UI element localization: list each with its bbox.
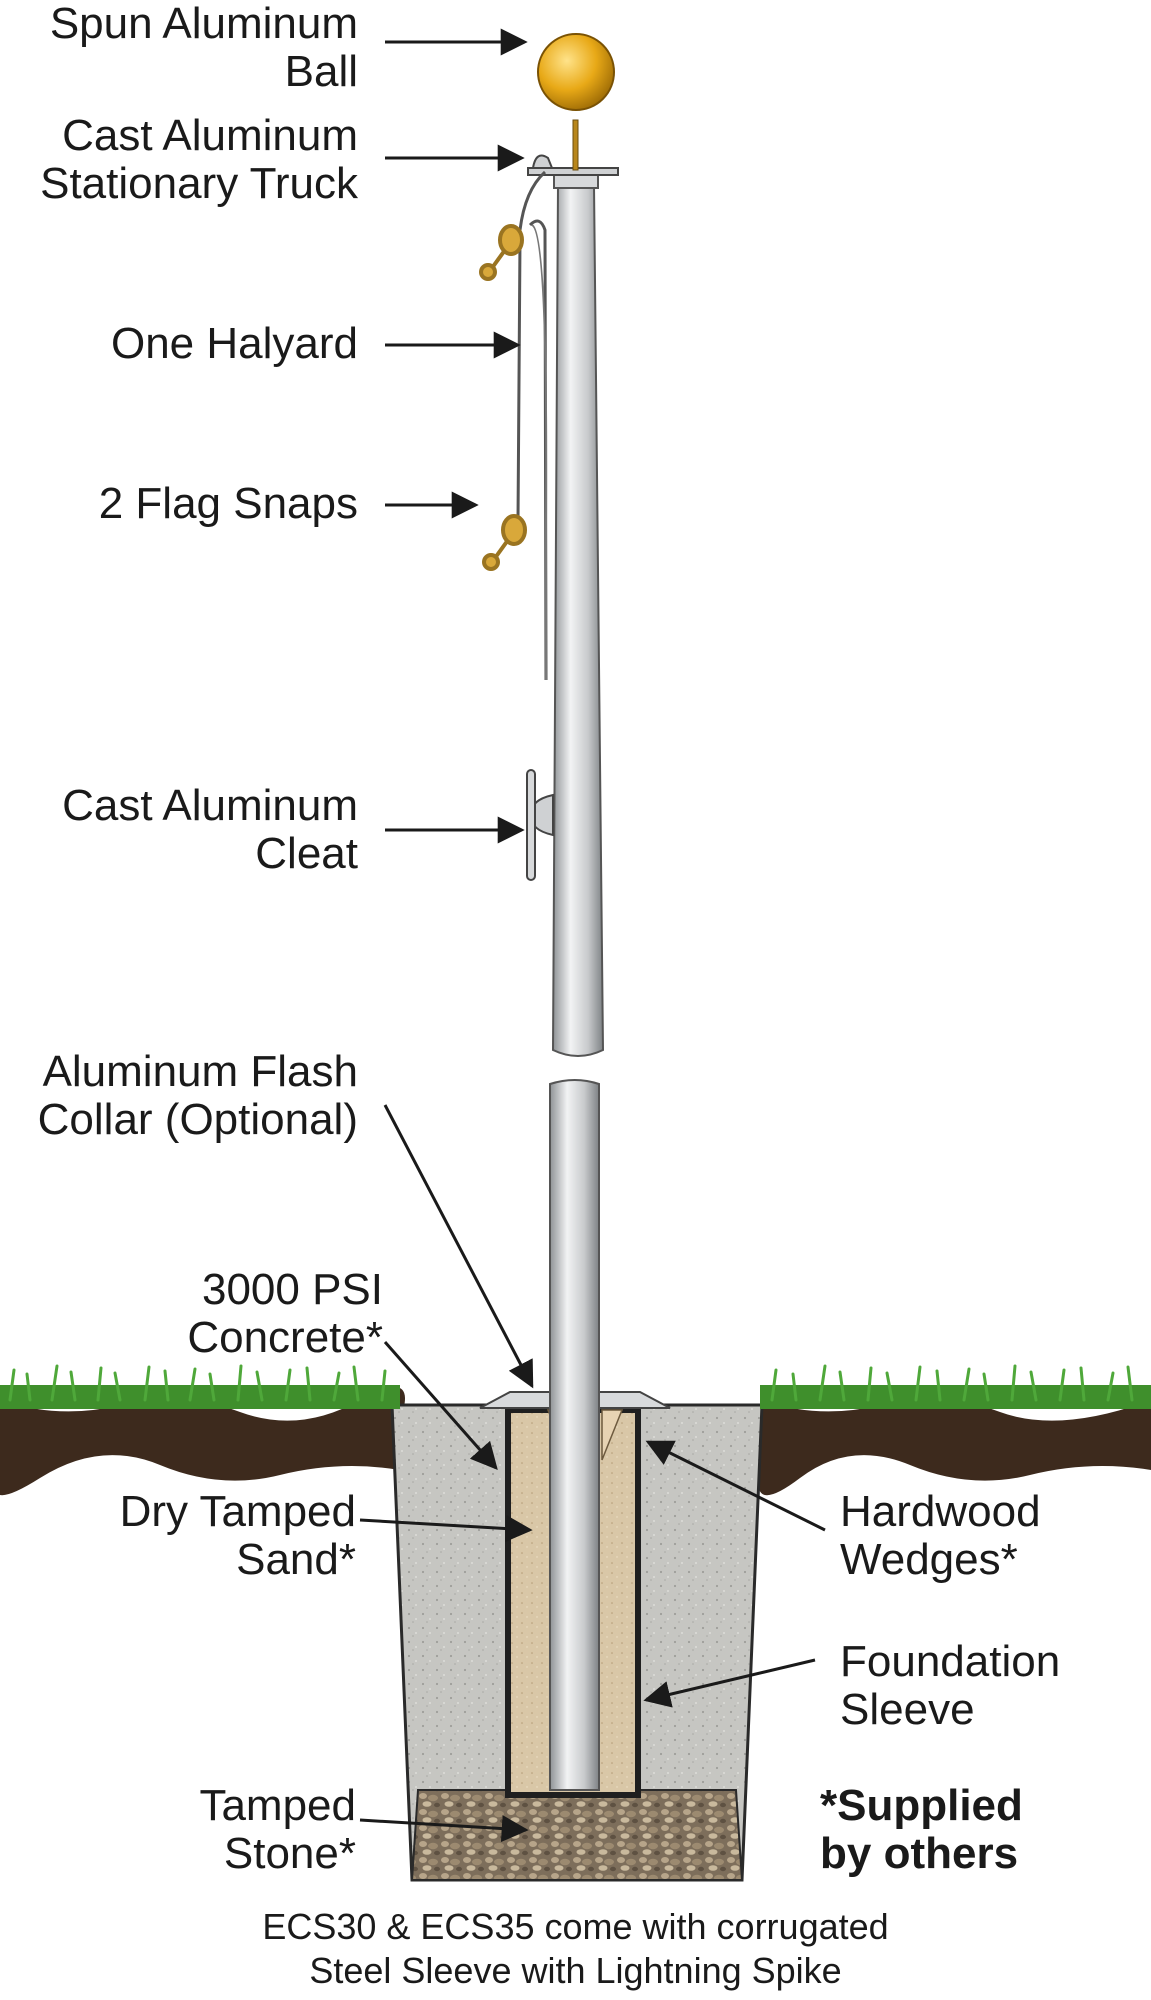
label-flag-snaps: 2 Flag Snaps xyxy=(98,479,358,528)
label-sand: Dry Tamped Sand* xyxy=(119,1487,356,1584)
spun-aluminum-ball xyxy=(537,33,615,111)
label-flash-collar: Aluminum Flash Collar (Optional) xyxy=(37,1047,358,1144)
label-stone: Tamped Stone* xyxy=(199,1781,356,1878)
pole-upper xyxy=(551,184,605,1057)
label-supplied-by-others: *Supplied by others xyxy=(820,1781,1023,1878)
pole-lower xyxy=(549,1079,600,1791)
flag-snap-top xyxy=(479,224,524,281)
label-cleat: Cast Aluminum Cleat xyxy=(62,781,358,878)
label-halyard: One Halyard xyxy=(110,319,358,368)
label-wedges: Hardwood Wedges* xyxy=(840,1487,1041,1584)
label-sleeve: Foundation Sleeve xyxy=(840,1637,1061,1734)
label-concrete: 3000 PSI Concrete* xyxy=(187,1265,383,1362)
flag-snap-bottom xyxy=(482,514,527,571)
footnote: ECS30 & ECS35 come with corrugated Steel… xyxy=(262,1906,889,1991)
hardwood-wedge-right xyxy=(601,1409,624,1461)
label-truck: Cast Aluminum Stationary Truck xyxy=(40,111,358,208)
tamped-stone xyxy=(410,1789,744,1881)
soil xyxy=(0,1386,405,1495)
stationary-truck xyxy=(527,167,619,176)
callout-arrows xyxy=(359,28,826,1843)
label-ball: Spun Aluminum Ball xyxy=(49,0,358,96)
